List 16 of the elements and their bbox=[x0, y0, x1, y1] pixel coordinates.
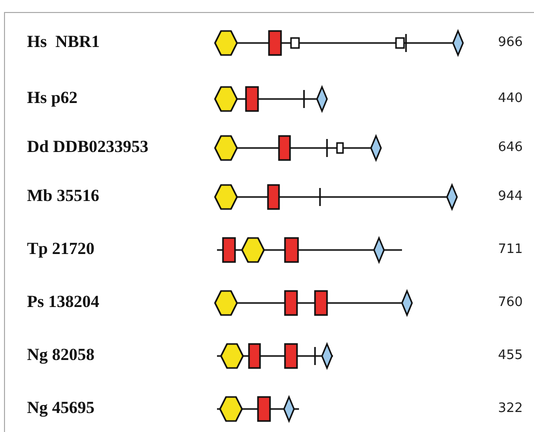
protein-length: 966 bbox=[498, 35, 523, 50]
protein-length: 322 bbox=[498, 401, 523, 416]
protein-name: Hs NBR1 bbox=[27, 32, 100, 52]
protein-name: Hs p62 bbox=[27, 88, 78, 108]
protein-length: 711 bbox=[498, 242, 523, 257]
protein-name: Mb 35516 bbox=[27, 186, 100, 206]
protein-name: Ng 82058 bbox=[27, 345, 95, 365]
protein-length: 760 bbox=[498, 295, 523, 310]
protein-length: 440 bbox=[498, 91, 523, 106]
protein-length: 455 bbox=[498, 348, 523, 363]
protein-name: Dd DDB0233953 bbox=[27, 137, 148, 157]
protein-length: 646 bbox=[498, 140, 523, 155]
protein-name: Ng 45695 bbox=[27, 398, 95, 418]
protein-name: Tp 21720 bbox=[27, 239, 95, 259]
protein-length: 944 bbox=[498, 189, 523, 204]
protein-name: Ps 138204 bbox=[27, 292, 100, 312]
